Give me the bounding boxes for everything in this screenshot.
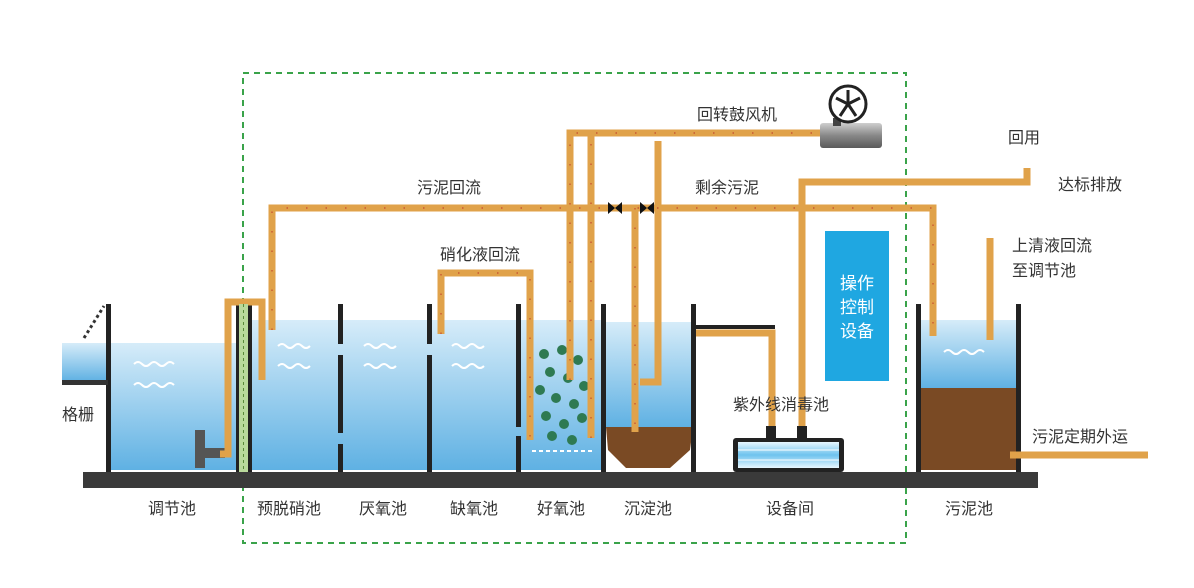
label-reuse: 回用 <box>1008 128 1040 147</box>
control-label-2: 控制 <box>840 298 874 318</box>
label-nitrate-return: 硝化液回流 <box>440 245 520 264</box>
wall <box>338 444 343 472</box>
sedimentation-water <box>606 322 693 427</box>
label-supernatant-2: 至调节池 <box>1012 261 1076 280</box>
sludge-tank-water <box>921 320 1016 388</box>
wall <box>236 304 240 472</box>
wall <box>248 304 252 472</box>
label-supernatant-1: 上清液回流 <box>1012 236 1092 255</box>
blower-air-pipe-left <box>566 129 820 380</box>
wall <box>516 436 521 472</box>
sludge-return-pipe <box>268 204 937 336</box>
tank-label: 预脱硝池 <box>257 499 321 518</box>
sedimentation-air-pipe <box>640 141 662 386</box>
equalization-lift-pipe <box>220 298 266 458</box>
pipe-flow-marks <box>271 132 934 440</box>
grille-bars <box>82 305 106 339</box>
boundary-frame <box>242 72 907 544</box>
tank-label: 污泥池 <box>945 499 993 518</box>
label-excess-sludge: 剩余污泥 <box>695 178 759 197</box>
settled-sludge <box>606 427 693 468</box>
label-blower: 回转鼓风机 <box>697 105 777 124</box>
uv-unit <box>733 426 844 472</box>
uv-inlet-pipe <box>696 329 776 430</box>
wall <box>916 304 921 472</box>
sludge-tank-sludge <box>921 388 1016 470</box>
wall <box>1016 304 1021 472</box>
control-label-1: 操作 <box>840 274 874 294</box>
wall <box>427 355 432 472</box>
tank-label: 缺氧池 <box>450 499 498 518</box>
wall <box>427 304 432 344</box>
wall <box>693 325 775 329</box>
tank-label: 沉淀池 <box>624 499 672 518</box>
lift-pump-head <box>195 448 225 458</box>
tank-walls <box>106 304 1021 472</box>
label-discharge: 达标排放 <box>1058 175 1122 194</box>
uv-outlet-pipe <box>798 168 1031 430</box>
inlet-channel-floor <box>62 380 108 385</box>
wall <box>691 304 696 472</box>
tank-label: 好氧池 <box>537 499 585 518</box>
label-grille: 格栅 <box>62 405 94 424</box>
wall <box>516 304 521 427</box>
inlet-channel-water <box>62 343 108 381</box>
wall <box>601 304 606 472</box>
wall <box>338 304 343 344</box>
label-uv: 紫外线消毒池 <box>733 395 829 414</box>
wave-marks <box>133 343 985 388</box>
ground-slab <box>83 472 1038 488</box>
tank-label: 厌氧池 <box>359 499 407 518</box>
wall <box>338 355 343 433</box>
label-sludge-out: 污泥定期外运 <box>1032 427 1128 446</box>
nitrate-return-pipe <box>437 269 534 440</box>
tank-label: 设备间 <box>766 499 814 518</box>
tank-label: 调节池 <box>148 499 196 518</box>
fan-icon <box>820 84 882 148</box>
control-label-3: 设备 <box>840 322 874 342</box>
control-box <box>825 231 889 381</box>
wall <box>106 304 111 472</box>
label-sludge-return: 污泥回流 <box>417 178 481 197</box>
valve-icon <box>608 202 654 214</box>
